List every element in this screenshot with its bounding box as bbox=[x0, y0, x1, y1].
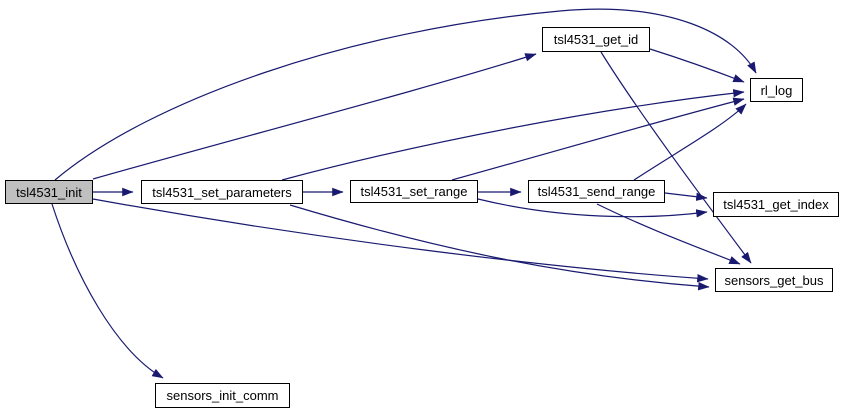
node-sensors-get-bus[interactable]: sensors_get_bus bbox=[715, 268, 833, 292]
edge-init-to-init-comm bbox=[51, 203, 164, 379]
edge-send-range-to-rl-log bbox=[633, 103, 747, 181]
node-tsl4531-set-parameters[interactable]: tsl4531_set_parameters bbox=[141, 180, 303, 204]
node-label: rl_log bbox=[760, 82, 793, 98]
node-rl-log[interactable]: rl_log bbox=[750, 78, 803, 102]
node-tsl4531-init: tsl4531_init bbox=[5, 180, 93, 204]
edge-init-to-rl-log bbox=[54, 8, 757, 181]
node-label: tsl4531_set_range bbox=[360, 184, 468, 199]
edge-send-range-to-get-bus bbox=[596, 203, 741, 265]
edge-get-id-to-rl-log bbox=[649, 48, 745, 83]
edge-init-to-get-bus bbox=[92, 198, 709, 283]
edge-init-to-get-id bbox=[92, 53, 537, 180]
edge-set-range-to-get-index bbox=[477, 198, 708, 218]
node-tsl4531-get-id[interactable]: tsl4531_get_id bbox=[542, 27, 650, 52]
node-label: tsl4531_get_index bbox=[723, 197, 829, 212]
node-label: tsl4531_send_range bbox=[537, 184, 656, 199]
edge-get-id-to-get-bus bbox=[600, 51, 752, 264]
node-label: tsl4531_get_id bbox=[553, 32, 639, 47]
node-label: tsl4531_set_parameters bbox=[152, 184, 292, 200]
edge-send-range-to-get-index bbox=[664, 192, 708, 201]
node-tsl4531-send-range[interactable]: tsl4531_send_range bbox=[528, 180, 665, 203]
node-tsl4531-get-index[interactable]: tsl4531_get_index bbox=[713, 192, 839, 217]
node-label: tsl4531_init bbox=[16, 184, 82, 200]
node-label: sensors_get_bus bbox=[724, 272, 824, 288]
node-sensors-init-comm[interactable]: sensors_init_comm bbox=[155, 383, 290, 408]
node-label: sensors_init_comm bbox=[166, 388, 279, 403]
edge-set-parameters-to-get-bus bbox=[289, 204, 710, 291]
edge-set-range-to-rl-log bbox=[451, 97, 745, 181]
edge-set-parameters-to-rl-log bbox=[281, 89, 745, 181]
node-tsl4531-set-range[interactable]: tsl4531_set_range bbox=[350, 180, 478, 203]
